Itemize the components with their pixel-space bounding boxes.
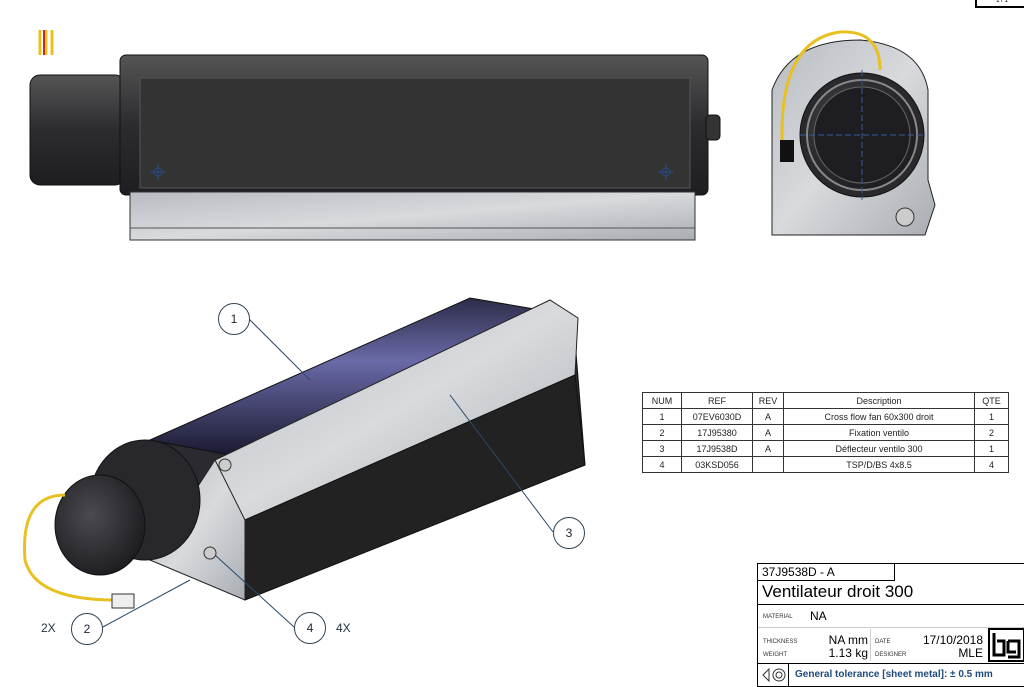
leader-lines xyxy=(100,317,554,629)
cell xyxy=(752,456,784,473)
quantity-label-4: 4X xyxy=(336,621,351,635)
cell: 3 xyxy=(642,440,682,457)
date-label: DATE xyxy=(875,639,891,645)
front-view xyxy=(29,30,721,241)
cell: 17J9538D xyxy=(681,440,753,457)
cell: Déflecteur ventilo 300 xyxy=(783,440,975,457)
cell: Cross flow fan 60x300 droit xyxy=(783,408,975,425)
balloon-1: 1 xyxy=(218,303,250,335)
cell: 4 xyxy=(642,456,682,473)
company-logo xyxy=(988,628,1024,662)
page-number-box: 1 / 1 xyxy=(975,0,1024,8)
quantity-label-2: 2X xyxy=(41,621,56,635)
general-tolerance: General tolerance [sheet metal]: ± 0.5 m… xyxy=(795,669,993,680)
col-description: Description xyxy=(783,392,975,409)
material-label: MATERIAL xyxy=(763,614,793,620)
cell: 1 xyxy=(974,440,1009,457)
side-view xyxy=(771,30,936,236)
col-qte: QTE xyxy=(974,392,1009,409)
col-rev: REV xyxy=(752,392,784,409)
balloon-4: 4 xyxy=(294,612,326,644)
material-value: NA xyxy=(810,609,827,623)
cell: 17J95380 xyxy=(681,424,753,441)
cell: 2 xyxy=(642,424,682,441)
isometric-view xyxy=(23,297,586,609)
bom-header: NUM REF REV Description QTE xyxy=(642,392,1009,409)
projection-symbol-icon xyxy=(762,667,786,683)
cell: 1 xyxy=(642,408,682,425)
cell: TSP/D/BS 4x8.5 xyxy=(783,456,975,473)
designer-label: DESIGNER xyxy=(875,652,907,658)
cell: 2 xyxy=(974,424,1009,441)
deflector-strip xyxy=(129,191,696,241)
drawing-title: Ventilateur droit 300 xyxy=(762,582,914,601)
col-num: NUM xyxy=(642,392,682,409)
cell: 1 xyxy=(974,408,1009,425)
part-id: 37J9538D - A xyxy=(758,564,895,581)
thickness-value: NA mm xyxy=(828,633,868,647)
col-ref: REF xyxy=(681,392,753,409)
cell: 07EV6030D xyxy=(681,408,753,425)
thickness-label: THICKNESS xyxy=(763,639,798,645)
cell: A xyxy=(752,408,784,425)
weight-value: 1.13 kg xyxy=(828,646,868,660)
cell: 03KSD056 xyxy=(681,456,753,473)
weight-label: WEIGHT xyxy=(763,652,787,658)
cell: 4 xyxy=(974,456,1009,473)
title-block: 37J9538D - A Ventilateur droit 300 MATER… xyxy=(757,563,1024,687)
motor-housing xyxy=(29,74,126,186)
wires xyxy=(38,30,54,55)
cell: A xyxy=(752,424,784,441)
date-value: 17/10/2018 xyxy=(922,633,983,647)
cell: A xyxy=(752,440,784,457)
balloon-2: 2 xyxy=(71,613,103,645)
cell: Fixation ventilo xyxy=(783,424,975,441)
balloon-3: 3 xyxy=(553,517,585,549)
designer-value: MLE xyxy=(958,646,983,660)
